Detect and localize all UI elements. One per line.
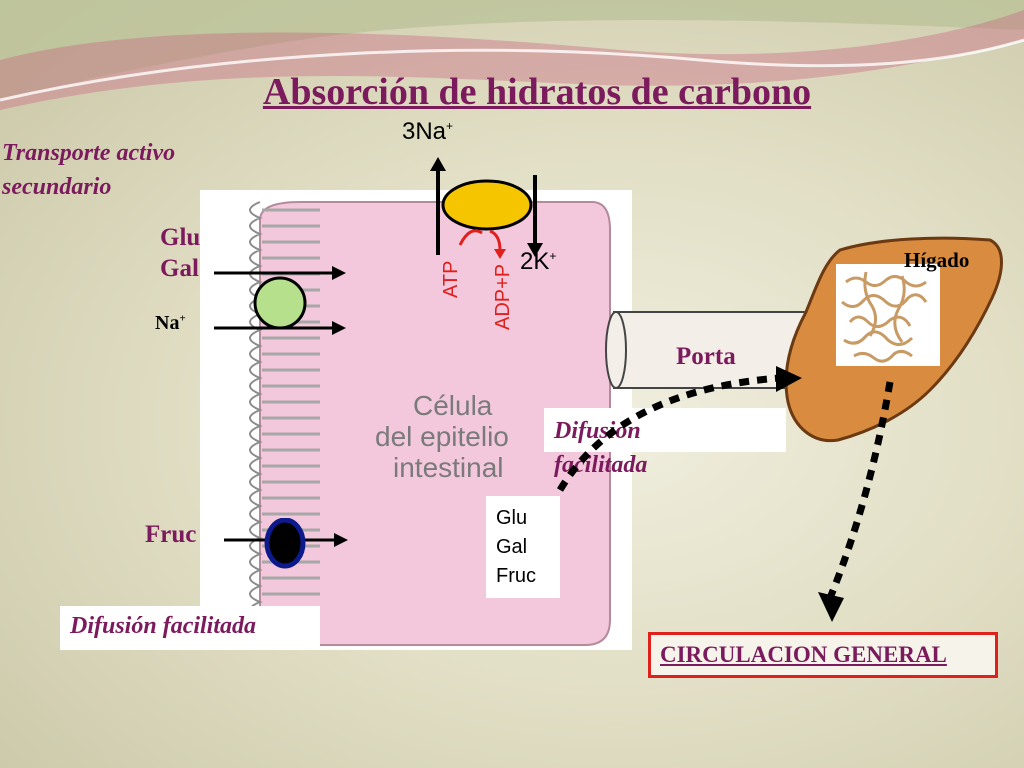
page-title: Absorción de hidratos de carbono xyxy=(262,71,812,113)
cell-label-line-2: del epitelio xyxy=(375,421,509,452)
higado-label: Hígado xyxy=(904,248,970,272)
subtitle: Transporte activo secundario xyxy=(2,136,175,204)
circulacion-general-label: CIRCULACION GENERAL xyxy=(660,642,947,667)
difusion-facilitada-apical: Difusión facilitada xyxy=(70,613,257,639)
gal-label: Gal xyxy=(160,255,199,282)
basolateral-box xyxy=(486,496,560,598)
basolateral-glu: Glu xyxy=(496,507,528,529)
cell-label-line-1: Célula xyxy=(413,390,493,421)
basolateral-fruc: Fruc xyxy=(496,565,536,587)
glu-gal-label: Glu Gal xyxy=(160,222,200,284)
cell-label: Célula del epitelio intestinal xyxy=(375,390,555,483)
glut5-transporter xyxy=(224,518,348,569)
adp-label: ADP+P xyxy=(492,263,514,330)
difusion-facilitada-basal-box xyxy=(544,408,786,452)
transport-arrows xyxy=(556,366,894,622)
glu-label: Glu xyxy=(160,224,201,251)
basolateral-list: Glu Gal Fruc xyxy=(496,504,536,591)
subtitle-line-1: Transporte activo xyxy=(2,140,176,166)
liver xyxy=(784,236,1003,443)
porta-label: Porta xyxy=(676,343,736,370)
subtitle-line-2: secundario xyxy=(2,174,112,200)
basolateral-gal: Gal xyxy=(496,536,528,558)
atp-label: ATP xyxy=(440,260,462,298)
circulacion-general-box xyxy=(648,632,998,678)
pump-na-label: 3Na+ xyxy=(402,118,454,145)
pump-k-label: 2K+ xyxy=(520,248,557,275)
fruc-label: Fruc xyxy=(145,521,197,548)
cell-label-line-3: intestinal xyxy=(393,452,504,483)
na-k-pump xyxy=(430,157,543,259)
na-label: Na+ xyxy=(155,312,186,334)
background-swoosh xyxy=(0,0,1024,110)
difusion-facilitada-apical-box xyxy=(60,606,320,650)
sglt1-transporter xyxy=(214,266,346,335)
